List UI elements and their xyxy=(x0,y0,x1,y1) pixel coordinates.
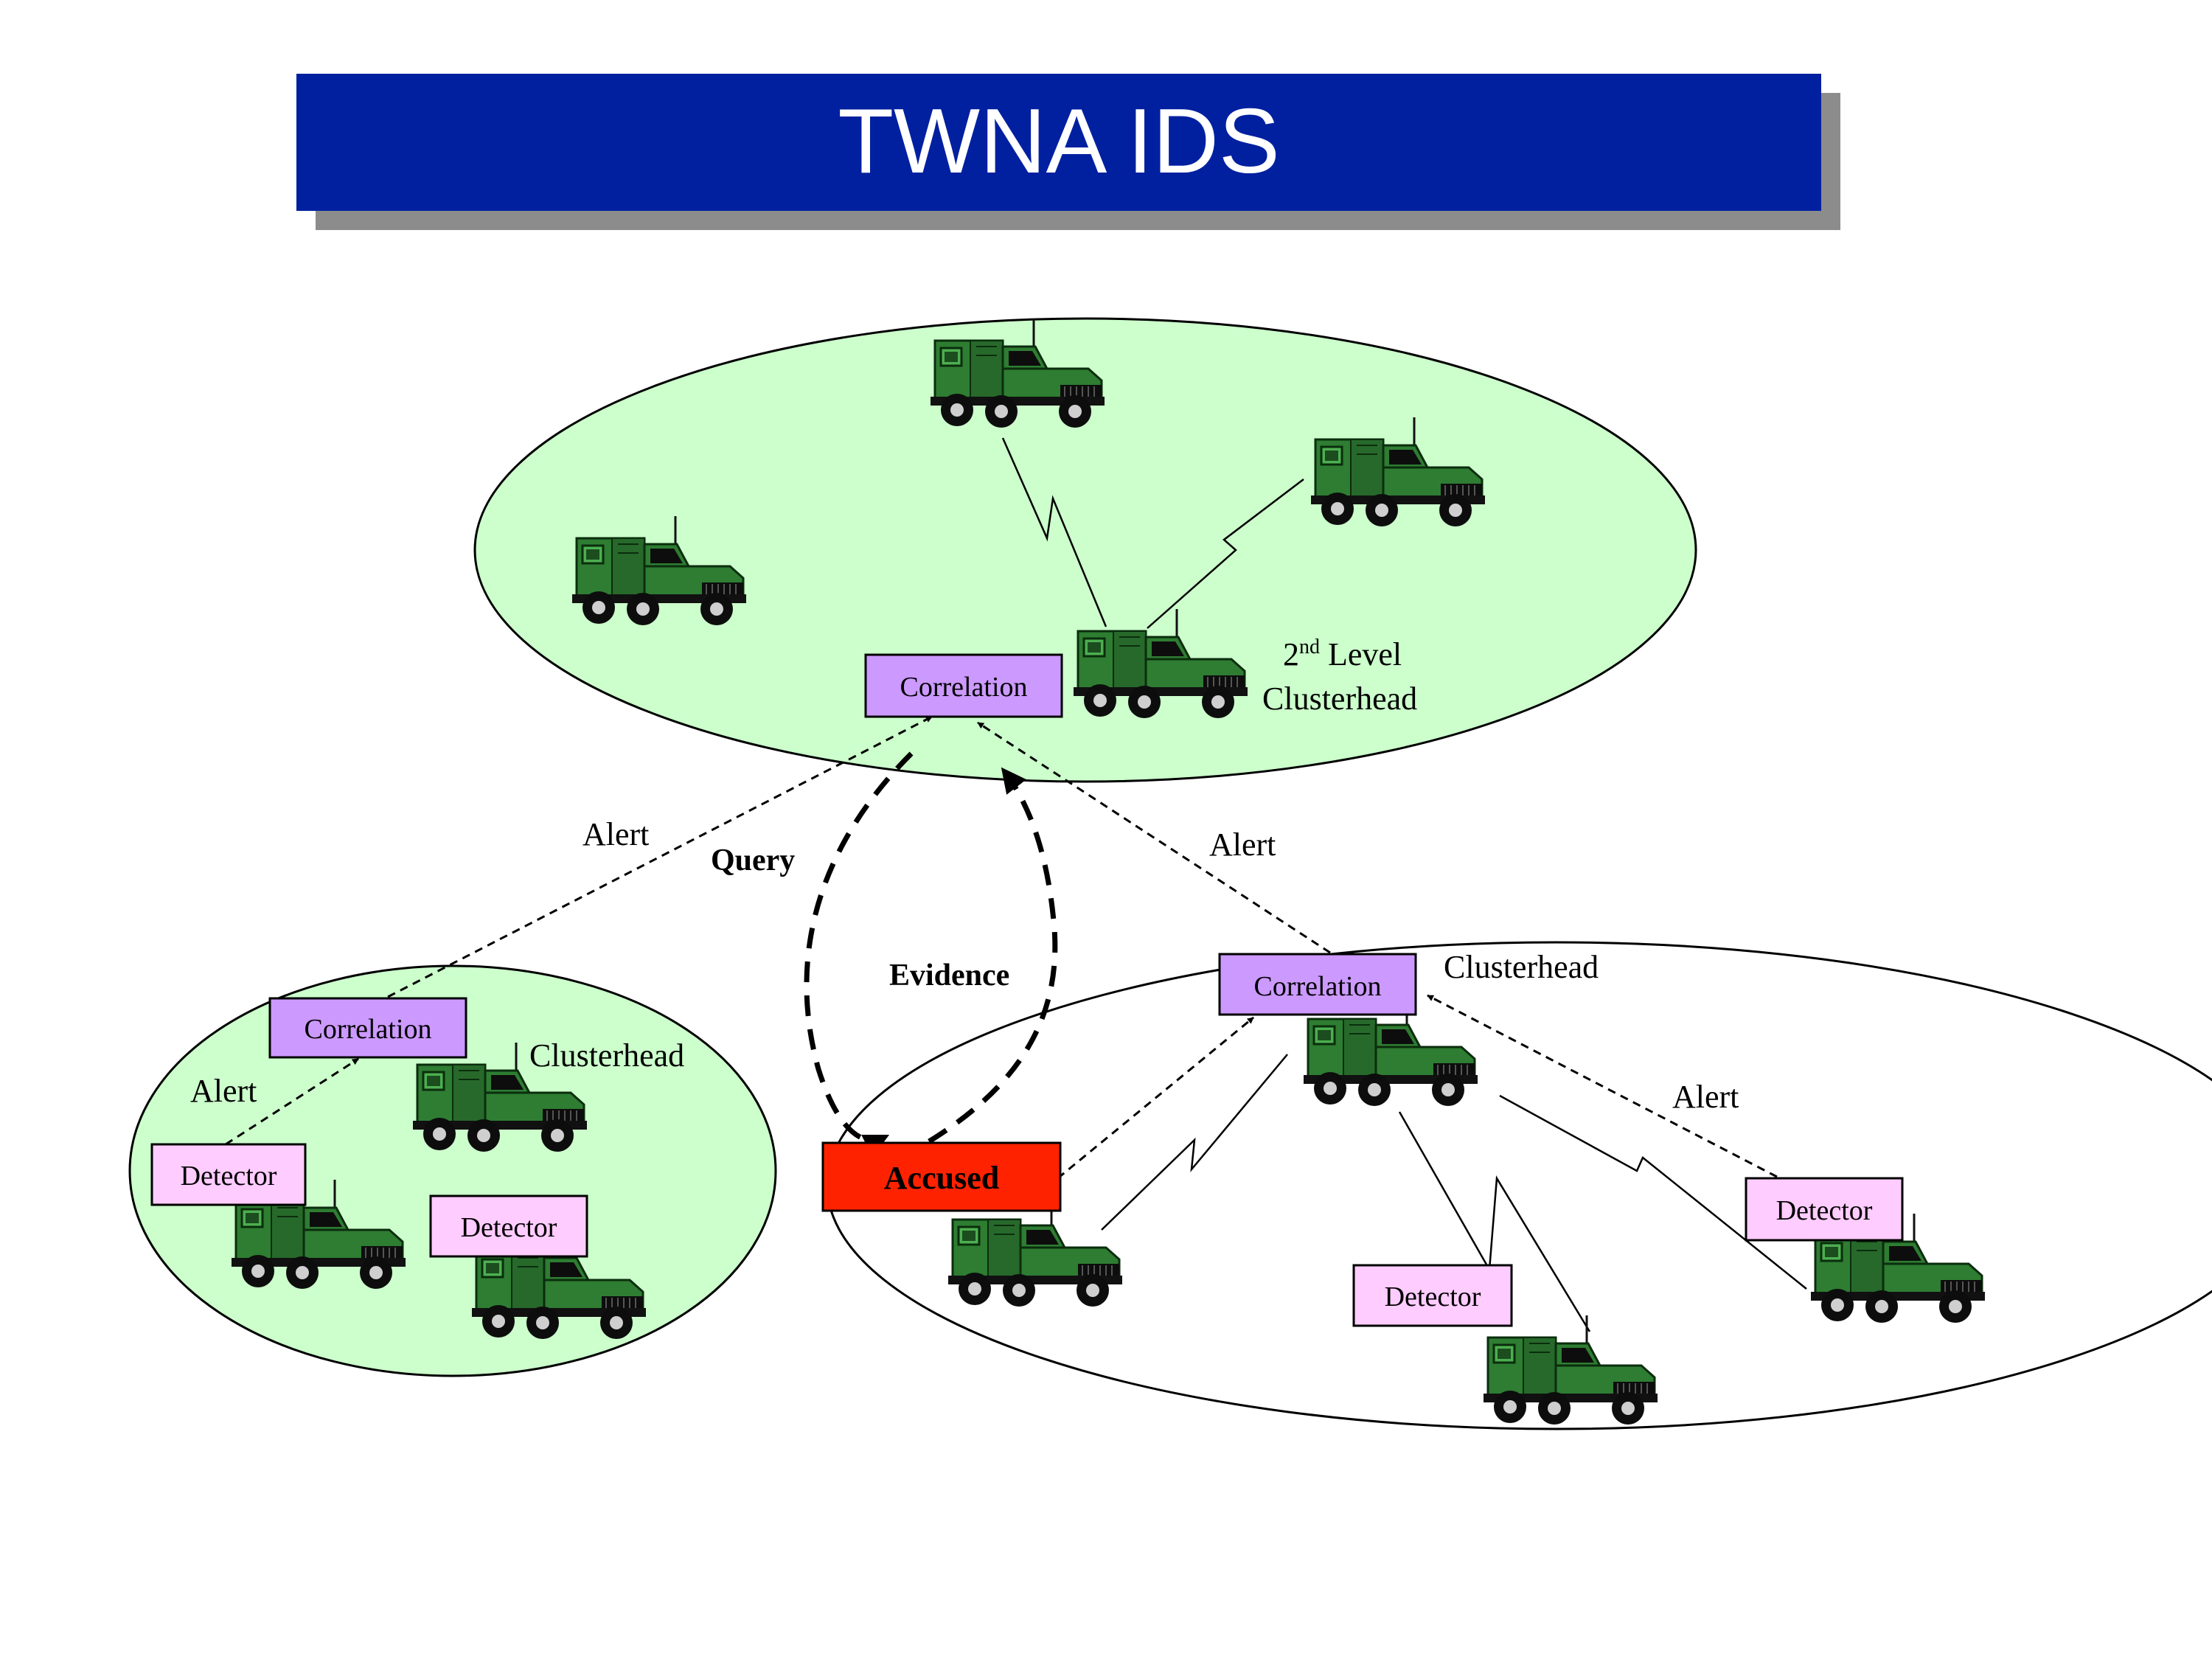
query-label: Query xyxy=(711,844,795,877)
accused-label: Accused xyxy=(884,1160,999,1196)
query-evidence-arrows xyxy=(804,751,1058,1158)
top-clusterhead-level: Level xyxy=(1320,636,1402,672)
left-alert-link-label: Alert xyxy=(582,816,649,852)
title-bar xyxy=(296,74,1821,211)
evidence-arrow xyxy=(928,767,1058,1144)
left-detector-box-2: Detector xyxy=(429,1194,588,1258)
left-detector-alert-label: Alert xyxy=(190,1073,257,1109)
alert-arrow-left-to-top xyxy=(387,715,933,998)
wireless-link-top-2 xyxy=(1147,479,1304,629)
wireless-link-right-2 xyxy=(1398,1111,1591,1332)
alert-arrow-accused-to-correlation xyxy=(1046,1016,1254,1189)
top-clusterhead-number: 2 xyxy=(1283,636,1299,672)
left-clusterhead-label: Clusterhead xyxy=(529,1037,684,1074)
right-detector-alert-label: Alert xyxy=(1672,1079,1739,1115)
wireless-link-right-1 xyxy=(1101,1054,1288,1231)
alert-arrow-left-detector xyxy=(225,1057,359,1146)
title-banner: TWNA IDS xyxy=(296,74,1840,230)
alert-arrows xyxy=(225,715,1778,1189)
left-detector-box-1: Detector xyxy=(150,1143,307,1206)
left-detector-2-label: Detector xyxy=(461,1212,557,1243)
left-detector-1-label: Detector xyxy=(181,1161,277,1192)
top-correlation-box: Correlation xyxy=(864,653,1063,718)
left-correlation-box: Correlation xyxy=(268,997,467,1059)
alert-arrow-right-to-top xyxy=(977,721,1331,954)
right-clusterhead-label: Clusterhead xyxy=(1444,949,1599,985)
top-clusterhead-sup: nd xyxy=(1299,636,1320,658)
wireless-link-top-1 xyxy=(1001,437,1107,627)
top-clusterhead-label-line1: 2nd Level xyxy=(1283,636,1402,672)
right-detector-1-label: Detector xyxy=(1776,1195,1873,1226)
right-detector-2-label: Detector xyxy=(1385,1281,1481,1312)
left-correlation-label: Correlation xyxy=(304,1014,431,1045)
top-clusterhead-label-line2: Clusterhead xyxy=(1262,681,1417,717)
right-detector-box-1: Detector xyxy=(1745,1177,1904,1242)
right-correlation-box: Correlation xyxy=(1218,953,1417,1016)
top-cluster-area xyxy=(473,317,1697,783)
query-arrow xyxy=(804,751,914,1158)
wireless-link-right-3 xyxy=(1499,1094,1807,1290)
page-title: TWNA IDS xyxy=(838,91,1279,192)
wireless-links xyxy=(1001,437,1807,1332)
right-correlation-label: Correlation xyxy=(1253,971,1381,1002)
evidence-label: Evidence xyxy=(889,959,1009,992)
top-correlation-label: Correlation xyxy=(900,672,1027,703)
right-alert-link-label: Alert xyxy=(1209,827,1276,863)
right-detector-box-2: Detector xyxy=(1352,1264,1513,1327)
accused-box: Accused xyxy=(821,1141,1062,1212)
alert-arrow-right-detector xyxy=(1427,994,1778,1178)
